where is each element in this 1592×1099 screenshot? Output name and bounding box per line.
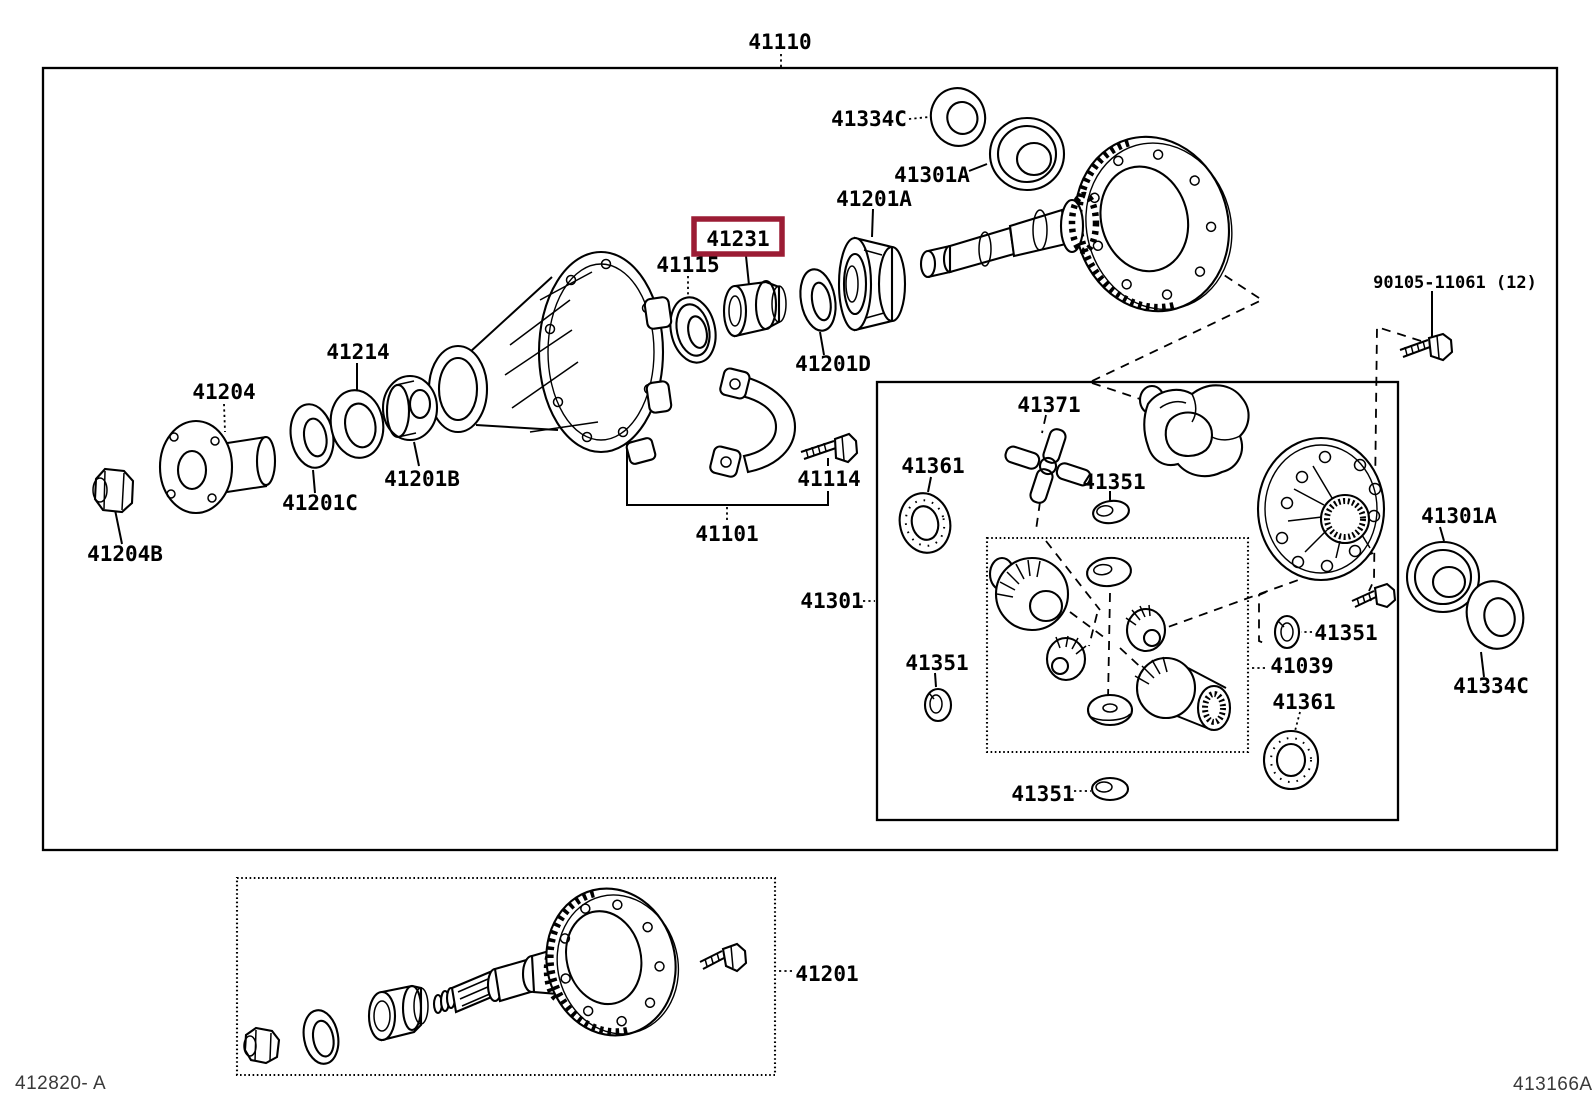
diff-case-subassembly-box (875, 380, 1400, 822)
part-washer-41361-a (898, 492, 952, 554)
label-41301A-b[interactable]: 41301A (1421, 504, 1497, 528)
part-spacer-bottom (367, 984, 429, 1042)
label-41201B[interactable]: 41201B (384, 467, 460, 491)
part-slinger-41201C (289, 403, 335, 469)
label-41351-a[interactable]: 41351 (1082, 470, 1145, 494)
label-41301A-top[interactable]: 41301A (894, 163, 970, 187)
part-side-gear-right-hub (1134, 656, 1232, 732)
label-41334C-b[interactable]: 41334C (1453, 674, 1529, 698)
figure-code-right: 413166A (1513, 1074, 1592, 1095)
part-thrust-washer-41351-c (1090, 776, 1130, 802)
label-41351-b[interactable]: 41351 (1314, 621, 1377, 645)
part-bearing-41301A-b (1405, 540, 1481, 614)
part-bolt-41114 (800, 432, 859, 464)
part-washer-41214 (329, 389, 385, 459)
label-41114[interactable]: 41114 (797, 467, 860, 491)
spider-kit-box (985, 536, 1250, 754)
main-assembly-box (41, 66, 1559, 852)
part-slinger-bottom (302, 1009, 340, 1065)
label-41361-b[interactable]: 41361 (1272, 690, 1335, 714)
part-thrust-washer-41351-b (1273, 614, 1301, 650)
label-41201[interactable]: 41201 (795, 962, 858, 986)
part-bearing-41201B (381, 374, 439, 442)
part-thrust-washer-41351-d (923, 687, 953, 723)
label-90105-11061[interactable]: 90105-11061 (12) (1373, 273, 1537, 293)
label-41201C[interactable]: 41201C (282, 491, 358, 515)
label-41110[interactable]: 41110 (748, 30, 811, 54)
part-bearing-41301A-top (988, 116, 1066, 192)
part-pinion-gear-left (1045, 635, 1087, 682)
bracket-41101 (626, 434, 829, 506)
part-ring-gear-bolt-bottom (699, 942, 748, 973)
part-nut-41204B (92, 467, 135, 514)
part-bolt-90105 (1399, 332, 1454, 362)
part-ring-gear-top (1073, 135, 1233, 313)
label-41361-a[interactable]: 41361 (901, 454, 964, 478)
part-bearing-41201A (837, 236, 907, 332)
part-spider-41371 (1004, 428, 1092, 504)
part-bearing-cap (709, 367, 797, 478)
part-ring-gear-bottom (545, 887, 680, 1037)
part-washer-41334C-top (929, 87, 987, 147)
part-thrust-washer-bottom (1086, 693, 1134, 727)
part-washer-41361-b (1262, 729, 1320, 791)
part-side-gear-left (988, 556, 1070, 632)
assembly-group-boxes (41, 66, 1559, 1077)
label-41101[interactable]: 41101 (695, 522, 758, 546)
part-pinion-nut-bottom (243, 1026, 281, 1065)
label-41351-d[interactable]: 41351 (905, 651, 968, 675)
label-41201A[interactable]: 41201A (836, 187, 912, 211)
drive-pinion-subassembly-box (235, 876, 777, 1077)
label-41204B[interactable]: 41204B (87, 542, 163, 566)
leader-lines (113, 54, 1485, 972)
label-41231-highlighted[interactable]: 41231 (706, 227, 769, 251)
label-41334C-top[interactable]: 41334C (831, 107, 907, 131)
part-thrust-washer-41351-a (1092, 499, 1130, 525)
part-washer-41201D (799, 268, 837, 332)
label-41201D[interactable]: 41201D (795, 352, 871, 376)
label-41351-c[interactable]: 41351 (1011, 782, 1074, 806)
part-drive-pinion-shaft-top (919, 191, 1100, 279)
part-oil-seal-41115 (669, 296, 717, 364)
part-spacer-41231 (722, 279, 787, 338)
part-differential-carrier-housing (427, 250, 673, 465)
label-41115[interactable]: 41115 (656, 253, 719, 277)
highlight-box-41231 (691, 216, 785, 257)
part-pinion-gear-right (1125, 604, 1167, 653)
label-41371[interactable]: 41371 (1017, 393, 1080, 417)
part-washer-41334C-b (1465, 580, 1525, 650)
label-41301[interactable]: 41301 (800, 589, 863, 613)
label-41214[interactable]: 41214 (326, 340, 389, 364)
part-case-cover-disc (1256, 436, 1386, 582)
part-companion-flange-41204 (158, 419, 277, 515)
part-thrust-washer-top (1086, 556, 1132, 588)
part-ring-gear-bolt (1351, 582, 1397, 609)
part-differential-case (1138, 384, 1250, 478)
figure-code-left: 412820- A (15, 1073, 106, 1094)
label-41204[interactable]: 41204 (192, 380, 255, 404)
label-41039[interactable]: 41039 (1270, 654, 1333, 678)
